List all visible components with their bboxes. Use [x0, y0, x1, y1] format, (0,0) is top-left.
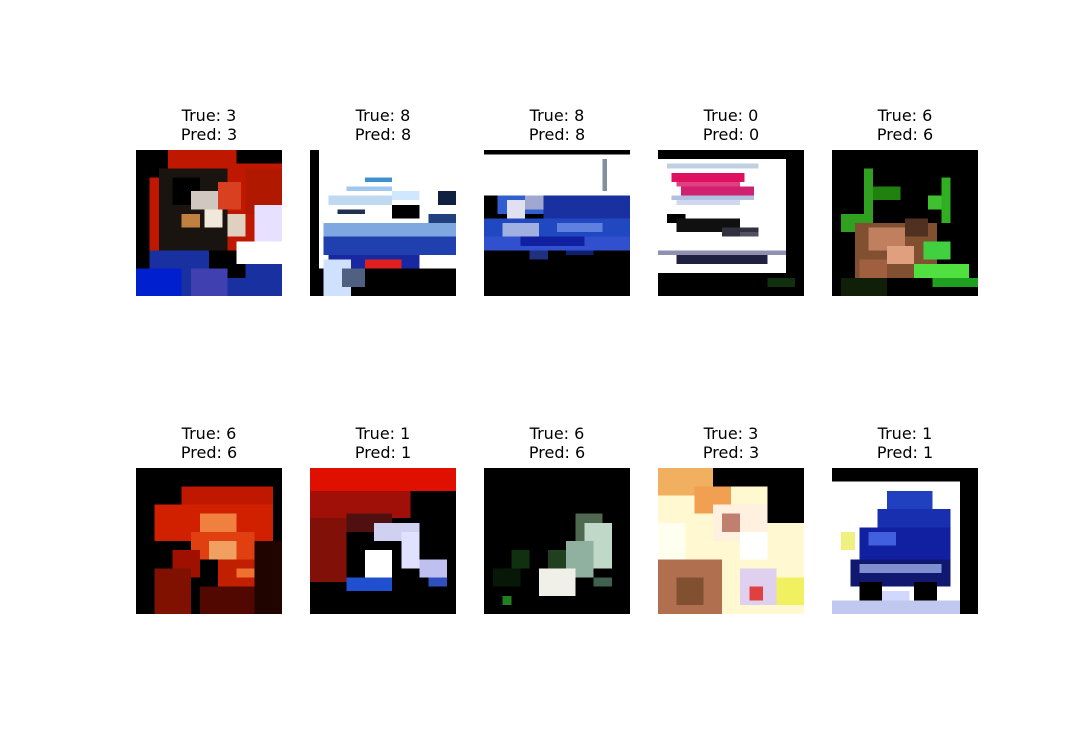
sample-image	[310, 468, 456, 614]
sample-image	[658, 468, 804, 614]
pred-label: Pred: 6	[528, 443, 586, 462]
sample-image	[310, 150, 456, 296]
sample-image	[658, 150, 804, 296]
pred-label: Pred: 6	[180, 443, 238, 462]
pred-label: Pred: 3	[702, 443, 760, 462]
true-label: True: 6	[877, 106, 933, 125]
pred-label: Pred: 6	[876, 125, 934, 144]
true-label: True: 8	[355, 106, 411, 125]
sample-image	[484, 150, 630, 296]
pred-label: Pred: 8	[354, 125, 412, 144]
true-label: True: 1	[877, 424, 933, 443]
true-label: True: 6	[529, 424, 585, 443]
pred-label: Pred: 1	[876, 443, 934, 462]
true-label: True: 6	[181, 424, 237, 443]
pred-label: Pred: 3	[180, 125, 238, 144]
sample-image	[136, 150, 282, 296]
sample-image	[136, 468, 282, 614]
true-label: True: 1	[355, 424, 411, 443]
pred-label: Pred: 1	[354, 443, 412, 462]
true-label: True: 3	[181, 106, 237, 125]
sample-image	[484, 468, 630, 614]
true-label: True: 0	[703, 106, 759, 125]
pred-label: Pred: 8	[528, 125, 586, 144]
sample-image	[832, 468, 978, 614]
sample-image	[832, 150, 978, 296]
pred-label: Pred: 0	[702, 125, 760, 144]
true-label: True: 8	[529, 106, 585, 125]
true-label: True: 3	[703, 424, 759, 443]
